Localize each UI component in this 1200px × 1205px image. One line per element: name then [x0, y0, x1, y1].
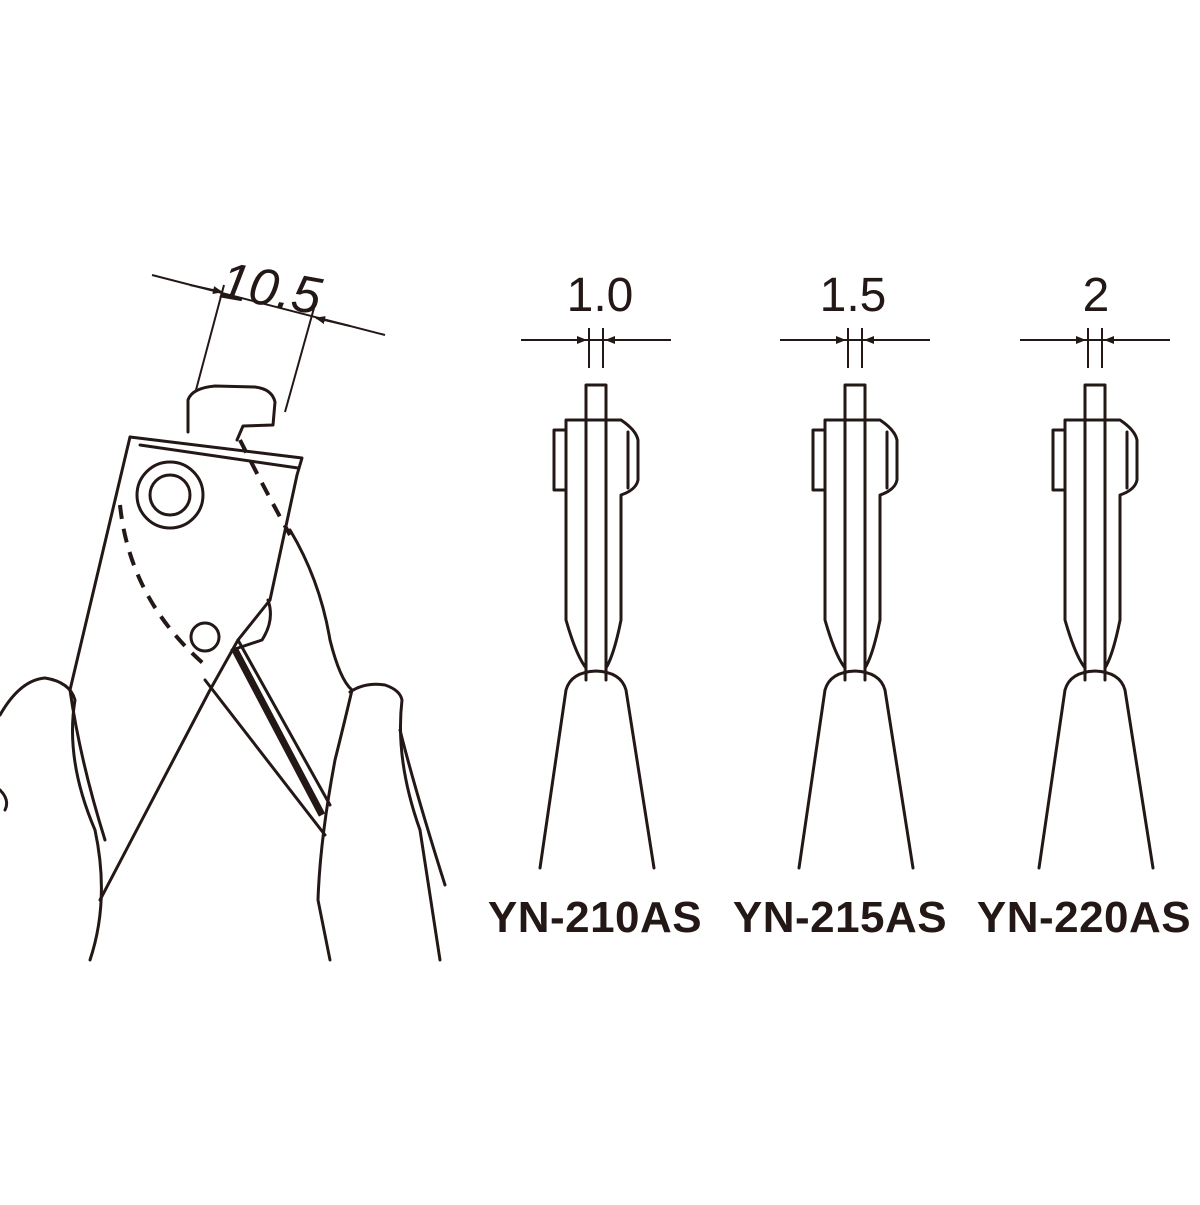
dimension-arrow-left — [189, 284, 223, 294]
tip-variants — [521, 328, 1170, 870]
rivet-head-left — [1051, 428, 1067, 492]
head-body-outline — [98, 435, 304, 902]
cross-edge — [203, 678, 327, 837]
pivot-rivet-outer — [135, 460, 205, 530]
rivet-head-left — [552, 428, 568, 492]
extension-line-left — [195, 284, 225, 391]
left-handle-edge — [0, 788, 9, 812]
jaw-body-profile — [1063, 418, 1139, 670]
jaw-body-profile — [823, 418, 899, 670]
right-handle-inner — [316, 688, 354, 962]
right-jaw-edge — [288, 528, 354, 692]
width-dimension-label: 10.5 — [216, 252, 327, 327]
left-handle-grip — [0, 676, 103, 962]
extension-line-right — [284, 307, 315, 413]
pivot-rivet-inner — [148, 473, 192, 517]
blade-side-profile — [843, 383, 867, 682]
handle-profile — [1037, 669, 1155, 870]
rivet-head-left — [811, 428, 827, 492]
inner-jaw-edge — [236, 638, 332, 807]
head-left-edge — [68, 435, 132, 692]
dimension-arrow-right — [315, 316, 351, 327]
head-top-ridge — [138, 443, 300, 470]
spring-hole — [189, 621, 221, 653]
spring-wire — [231, 648, 326, 817]
handle-profile — [538, 669, 656, 870]
right-handle-grip — [348, 682, 442, 962]
blade-side-profile — [1083, 383, 1107, 682]
left-handle-inner — [68, 688, 107, 842]
blade-tip — [186, 384, 277, 442]
jaw-body-profile — [564, 418, 640, 670]
spring-curl — [230, 598, 272, 652]
right-handle-outer — [398, 728, 447, 887]
plier-head-view: 10.5 — [0, 252, 447, 962]
hidden-edge-right — [238, 439, 292, 536]
handle-profile — [797, 669, 915, 870]
blade-side-profile — [584, 383, 608, 682]
width-dimension: 10.5 — [151, 252, 386, 413]
